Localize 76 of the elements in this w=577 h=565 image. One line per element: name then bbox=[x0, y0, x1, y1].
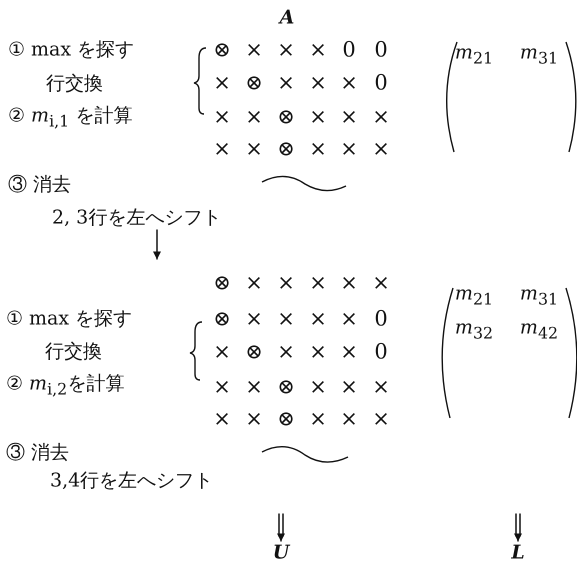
matrix-entry: × bbox=[245, 408, 263, 430]
matrix-entry: × bbox=[309, 376, 327, 398]
matrix-entry: × bbox=[372, 272, 390, 294]
step-label: 2, 3行を左へシフト bbox=[52, 208, 222, 228]
matrix-entry: × bbox=[340, 408, 358, 430]
matrix-entry: ⊗ bbox=[277, 106, 295, 128]
matrix-entry: ⊗ bbox=[213, 308, 231, 330]
matrix-entry: × bbox=[277, 342, 295, 362]
multiplier-entry: m$_{31}$ bbox=[520, 284, 558, 308]
matrix-entry: × bbox=[340, 342, 358, 362]
matrix-entry: 0 bbox=[374, 72, 388, 94]
matrix-entry: ⊗ bbox=[213, 272, 231, 294]
matrix-entry: × bbox=[245, 308, 263, 330]
matrix-entry: × bbox=[309, 342, 327, 362]
matrix-entry: × bbox=[245, 138, 263, 160]
step-label: ② m$_{i,2}$を計算 bbox=[6, 374, 124, 398]
matrix-entry: × bbox=[309, 40, 327, 60]
matrix-entry: × bbox=[213, 376, 231, 398]
step-label: 3,4行を左へシフト bbox=[50, 472, 214, 490]
matrix-entry: × bbox=[213, 106, 231, 128]
matrix-entry: × bbox=[309, 308, 327, 330]
matrix-entry: × bbox=[245, 376, 263, 398]
matrix-entry: × bbox=[372, 408, 390, 430]
matrix-entry: ⊗ bbox=[277, 376, 295, 398]
matrix-entry: 0 bbox=[374, 342, 388, 362]
arrow bbox=[153, 230, 161, 260]
matrix-entry: × bbox=[245, 40, 263, 60]
matrix-entry: × bbox=[340, 106, 358, 128]
step-label: ① max を探す bbox=[6, 310, 132, 328]
matrix-entry: × bbox=[372, 376, 390, 398]
matrix-entry: × bbox=[213, 342, 231, 362]
matrix-entry: × bbox=[340, 72, 358, 94]
matrix-entry: 0 bbox=[374, 40, 388, 60]
matrix-entry: × bbox=[277, 308, 295, 330]
matrix-entry: 0 bbox=[342, 40, 356, 60]
matrix-entry: × bbox=[340, 272, 358, 294]
matrix-entry: ⊗ bbox=[277, 408, 295, 430]
matrix-entry: × bbox=[340, 376, 358, 398]
matrix-name: U bbox=[272, 544, 290, 562]
matrix-entry: ⊗ bbox=[245, 342, 263, 362]
matrix-entry: × bbox=[277, 72, 295, 94]
matrix-entry: ⊗ bbox=[245, 72, 263, 94]
matrix-entry: × bbox=[277, 272, 295, 294]
matrix-name: A bbox=[280, 8, 294, 28]
matrix-entry: × bbox=[213, 138, 231, 160]
step-label: ③ 消去 bbox=[6, 444, 70, 462]
matrix-entry: 0 bbox=[374, 308, 388, 330]
multiplier-entry: m$_{42}$ bbox=[520, 318, 558, 342]
matrix-entry: × bbox=[309, 272, 327, 294]
arrow bbox=[277, 512, 285, 542]
matrix-entry: × bbox=[309, 408, 327, 430]
matrix-entry: ⊗ bbox=[213, 40, 231, 60]
multiplier-entry: m$_{21}$ bbox=[454, 44, 494, 66]
matrix-entry: × bbox=[340, 308, 358, 330]
matrix-entry: × bbox=[309, 138, 327, 160]
matrix-entry: ⊗ bbox=[277, 138, 295, 160]
step-label: 行交換 bbox=[45, 342, 102, 362]
matrix-entry: × bbox=[277, 40, 295, 60]
matrix-name: L bbox=[511, 544, 525, 562]
multiplier-entry: m$_{21}$ bbox=[454, 284, 494, 308]
multiplier-entry: m$_{32}$ bbox=[454, 318, 494, 342]
step-label: ③ 消去 bbox=[8, 176, 72, 194]
matrix-entry: × bbox=[340, 138, 358, 160]
arrow bbox=[514, 512, 522, 542]
matrix-entry: × bbox=[372, 138, 390, 160]
step-label: ② m$_{i,1}$ を計算 bbox=[8, 106, 132, 130]
step-label: ① max を探す bbox=[8, 40, 134, 60]
matrix-entry: × bbox=[213, 408, 231, 430]
multiplier-entry: m$_{31}$ bbox=[520, 44, 558, 66]
matrix-entry: × bbox=[372, 106, 390, 128]
matrix-entry: × bbox=[245, 272, 263, 294]
step-label: 行交換 bbox=[46, 74, 103, 94]
matrix-entry: × bbox=[309, 106, 327, 128]
matrix-entry: × bbox=[213, 72, 231, 94]
matrix-entry: × bbox=[245, 106, 263, 128]
matrix-entry: × bbox=[309, 72, 327, 94]
